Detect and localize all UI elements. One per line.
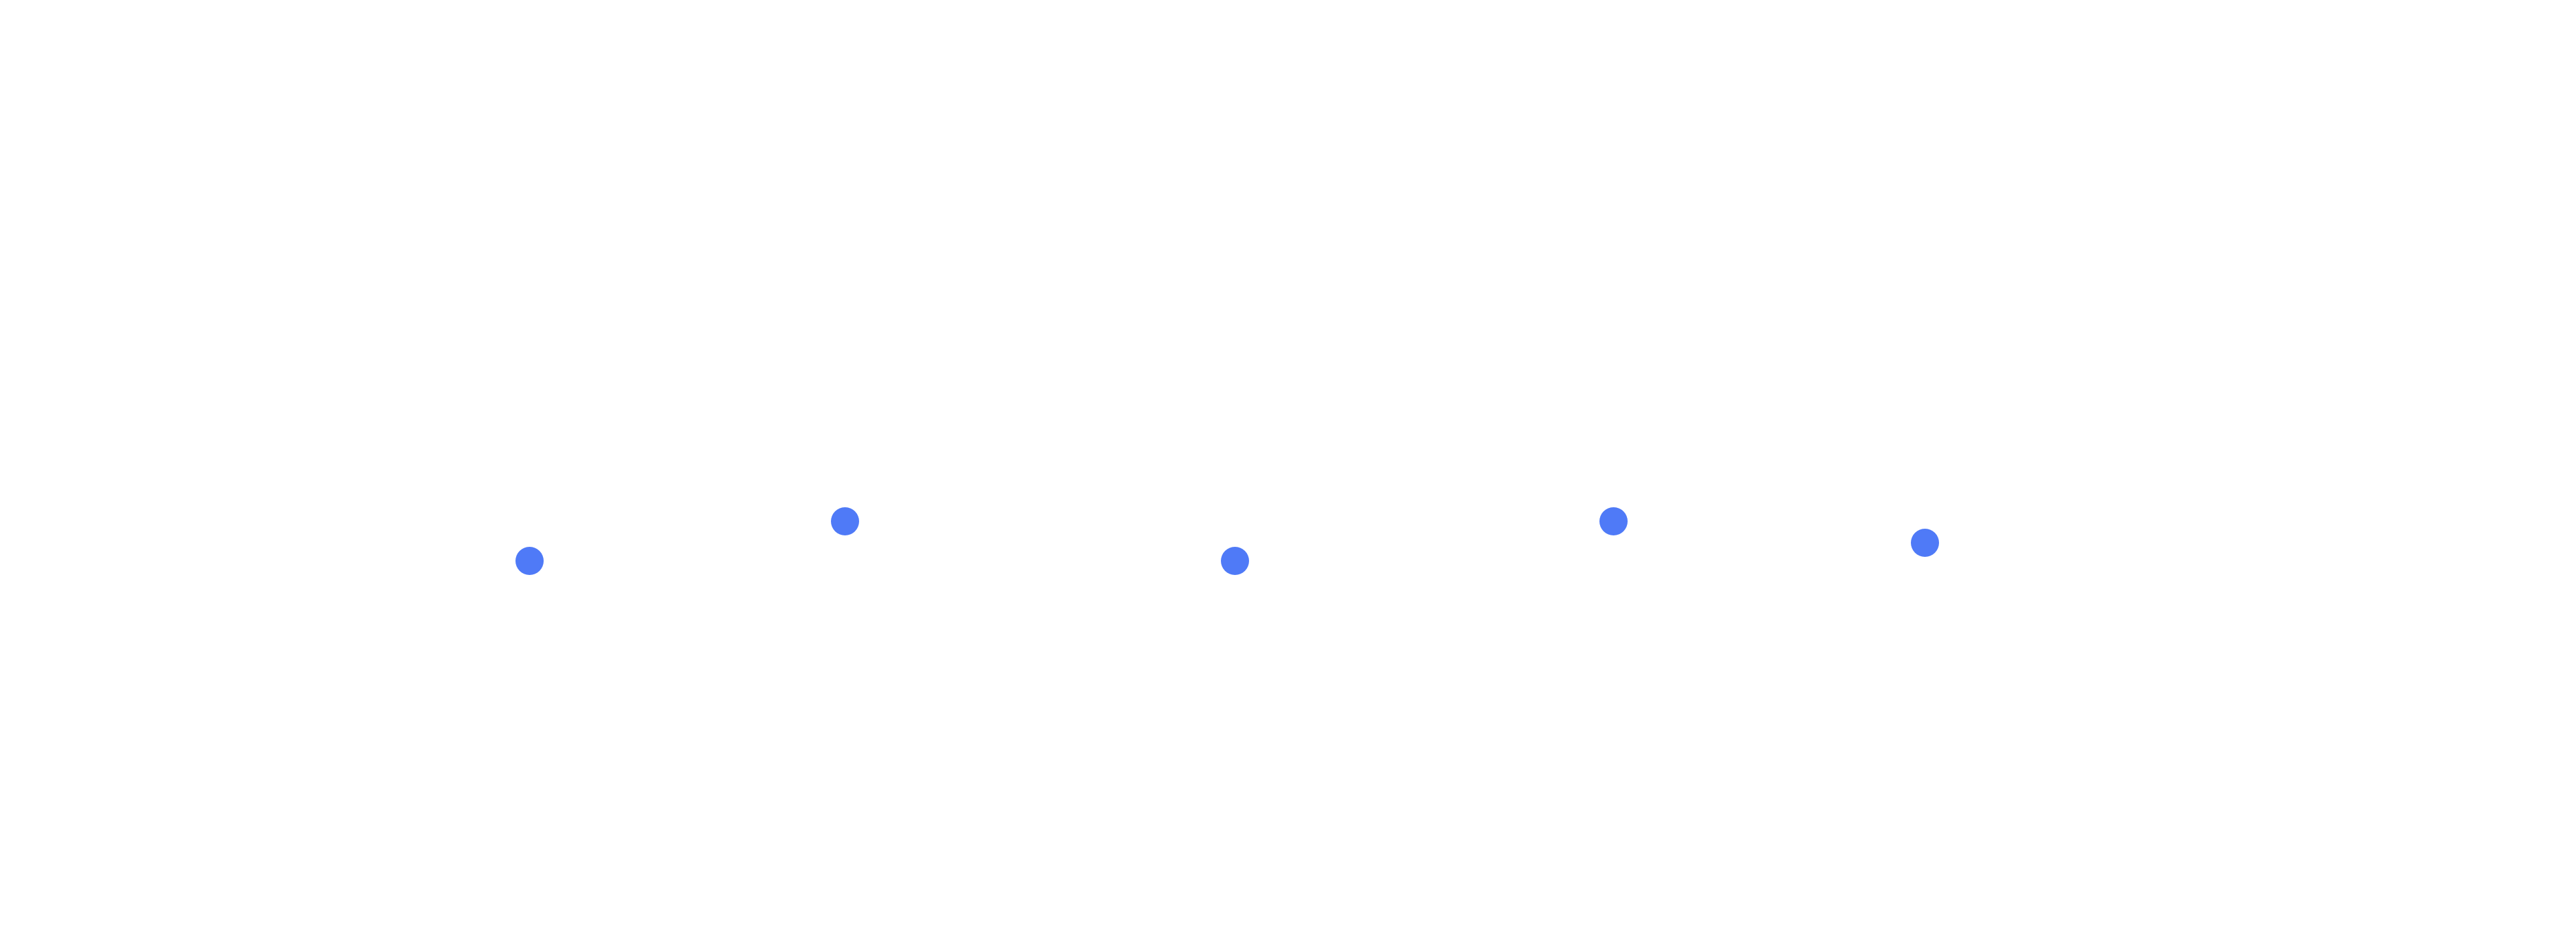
data-point-4 xyxy=(1599,507,1628,535)
data-point-2 xyxy=(831,507,859,535)
data-point-1 xyxy=(515,547,544,575)
data-point-3 xyxy=(1221,547,1249,575)
scatter-points xyxy=(515,507,1939,575)
data-point-5 xyxy=(1911,529,1939,557)
